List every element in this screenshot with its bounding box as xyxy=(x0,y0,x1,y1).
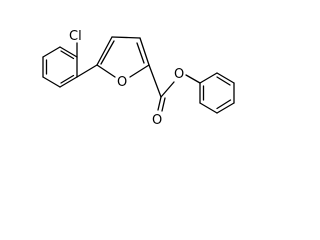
carbonyl-double-bond xyxy=(157,96,162,111)
bond xyxy=(42,46,61,58)
bond xyxy=(148,64,162,98)
bond xyxy=(216,102,235,114)
aromatic-inner-bond xyxy=(216,76,231,86)
aryl-furan-bond xyxy=(76,64,98,78)
aromatic-inner-bond xyxy=(60,74,75,84)
bond xyxy=(139,37,150,66)
bond xyxy=(216,72,235,84)
carbonyl-double-bond xyxy=(161,97,166,112)
bond xyxy=(59,76,78,88)
bond xyxy=(199,102,218,114)
bond xyxy=(96,64,116,78)
ester-oxygen-label: O xyxy=(174,67,184,82)
carbonyl-oxygen-label: O xyxy=(152,113,162,128)
furan-oxygen-label: O xyxy=(117,75,127,90)
molecule-structure: Cl O O O xyxy=(42,29,235,128)
ester-group xyxy=(148,64,201,112)
bond xyxy=(111,36,141,39)
bond xyxy=(199,72,218,84)
bond xyxy=(160,81,175,98)
furan-double-bond-inner xyxy=(136,42,145,64)
bond xyxy=(129,64,150,78)
bond xyxy=(59,46,78,58)
chlorine-atom-label: Cl xyxy=(69,29,82,44)
bond xyxy=(185,74,201,84)
phenyl-ring xyxy=(199,72,235,114)
bond xyxy=(96,36,113,66)
chlorophenyl-ring xyxy=(42,46,78,88)
aromatic-inner-bond xyxy=(60,50,75,60)
bond xyxy=(42,76,61,88)
furan-ring xyxy=(96,36,150,78)
furan-double-bond-inner xyxy=(100,40,115,65)
aromatic-inner-bond xyxy=(216,99,232,110)
